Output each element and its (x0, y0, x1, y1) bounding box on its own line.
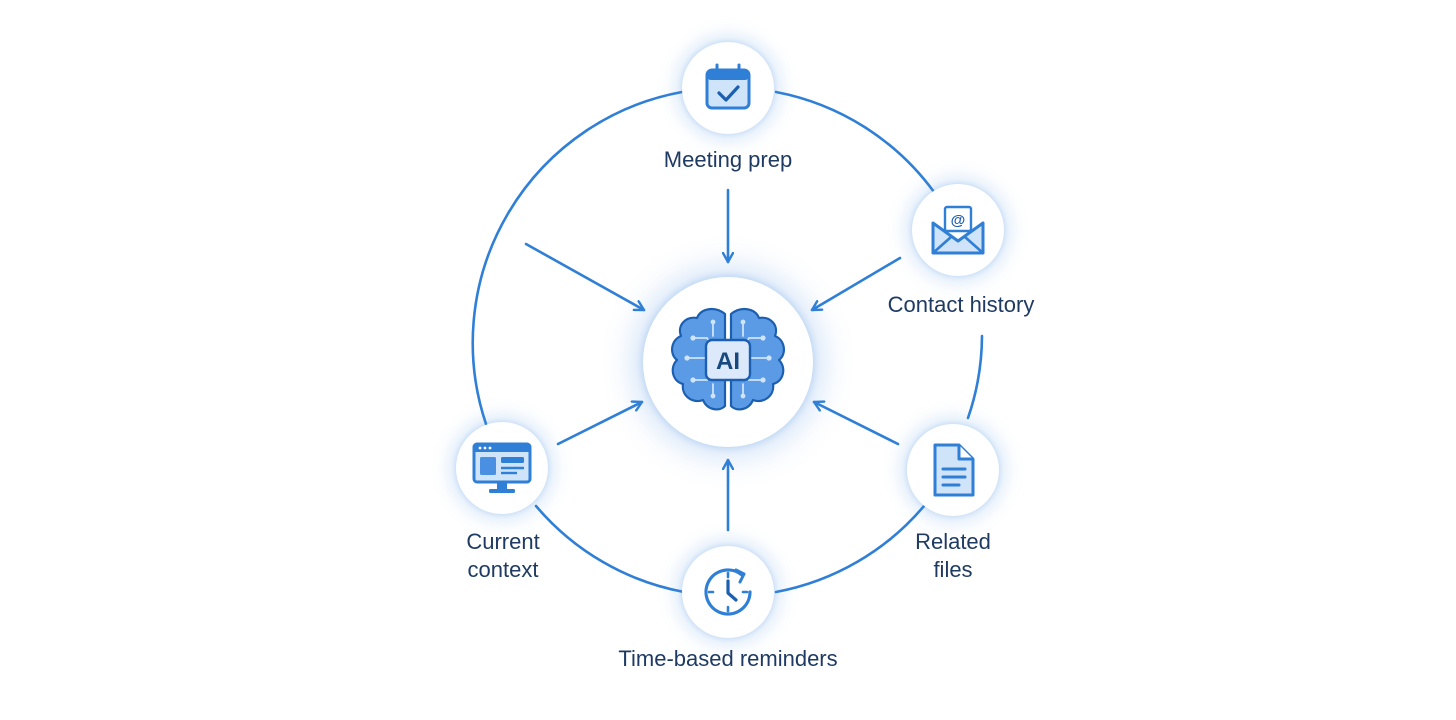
brain-circuit-icon: AI (671, 308, 785, 411)
ring-arc-time-context (534, 504, 686, 594)
envelope-at-icon: @ (931, 205, 985, 255)
contact-history-node: @ (912, 184, 1004, 276)
monitor-icon (472, 442, 532, 493)
ring-arc-contact-files (966, 334, 984, 420)
time-reminders-node (682, 546, 774, 638)
meeting-prep-label: Meeting prep (663, 147, 793, 172)
arrow-from-contact (810, 256, 902, 312)
ring-arc-meeting-contact (774, 90, 936, 194)
document-icon (933, 443, 975, 497)
related-files-label: Related files (915, 529, 991, 582)
ai-core-node: AI (643, 277, 813, 447)
contact-history-label: Contact history (887, 292, 1035, 317)
current-context-node (456, 422, 548, 514)
related-files-node (907, 424, 999, 516)
time-reminders-label: Time-based reminders (618, 646, 838, 671)
calendar-check-icon (705, 63, 751, 110)
ring-arc-files-time (774, 504, 926, 594)
arrow-from-files (812, 402, 900, 446)
ai-chip-label: AI (716, 348, 740, 375)
meeting-prep-node (682, 42, 774, 134)
clock-icon (704, 568, 752, 616)
svg-text:@: @ (951, 212, 966, 229)
arrow-from-upper-left (524, 242, 646, 312)
current-context-label: Current context (466, 529, 540, 582)
ring-arc-context-meeting (471, 90, 684, 426)
arrow-from-context (556, 402, 644, 446)
